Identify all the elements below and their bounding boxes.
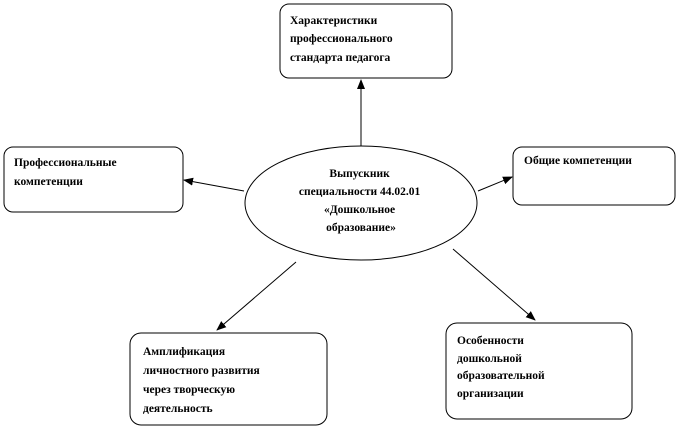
left-line-1: Профессиональные (14, 157, 117, 169)
left-node: Профессиональные компетенции (3, 146, 184, 213)
center-text: Выпускник специальности 44.02.01 «Дошкол… (299, 168, 423, 234)
top-line-2: профессионального (290, 33, 393, 45)
bottom-left-box (129, 332, 328, 426)
arrow-to-bottom-right (452, 248, 536, 321)
top-node: Характеристики профессионального стандар… (279, 3, 453, 79)
top-box (279, 3, 453, 79)
arrow-to-left (183, 177, 245, 192)
bottom-right-line-1: Особенности (457, 335, 524, 347)
bottom-right-text: Особенности дошкольной образовательной о… (457, 335, 548, 400)
center-line-4: образование» (326, 222, 396, 234)
center-node: Выпускник специальности 44.02.01 «Дошкол… (244, 145, 478, 261)
bottom-left-node: Амплификация личностного развития через … (129, 332, 328, 426)
arrow-to-bottom-left (216, 261, 297, 331)
left-box (3, 146, 184, 213)
bottom-right-line-4: организации (457, 388, 524, 400)
bottom-left-line-4: деятельность (143, 403, 213, 415)
right-node: Общие компетенции (512, 146, 676, 206)
left-text: Профессиональные компетенции (14, 157, 119, 188)
bottom-right-line-3: образовательной (457, 370, 545, 382)
top-line-1: Характеристики (290, 15, 378, 27)
bottom-left-text: Амплификация личностного развития через … (143, 346, 263, 415)
top-line-3: стандарта педагога (290, 52, 391, 64)
center-line-1: Выпускник (329, 168, 390, 180)
right-line-1: Общие компетенции (524, 155, 632, 167)
bottom-left-line-3: через творческую (143, 384, 235, 396)
center-ellipse (244, 145, 478, 261)
bottom-left-line-2: личностного развития (143, 365, 260, 377)
bottom-right-node: Особенности дошкольной образовательной о… (445, 322, 633, 420)
left-line-2: компетенции (14, 176, 83, 188)
right-box (512, 146, 676, 206)
right-text: Общие компетенции (524, 155, 632, 167)
arrow-to-right (477, 176, 513, 192)
bottom-left-line-1: Амплификация (143, 346, 225, 358)
center-line-2: специальности 44.02.01 (299, 186, 421, 198)
center-line-3: «Дошкольное (324, 204, 395, 216)
bottom-right-line-2: дошкольной (457, 353, 522, 365)
top-text: Характеристики профессионального стандар… (290, 15, 396, 64)
bottom-right-box (445, 322, 633, 420)
